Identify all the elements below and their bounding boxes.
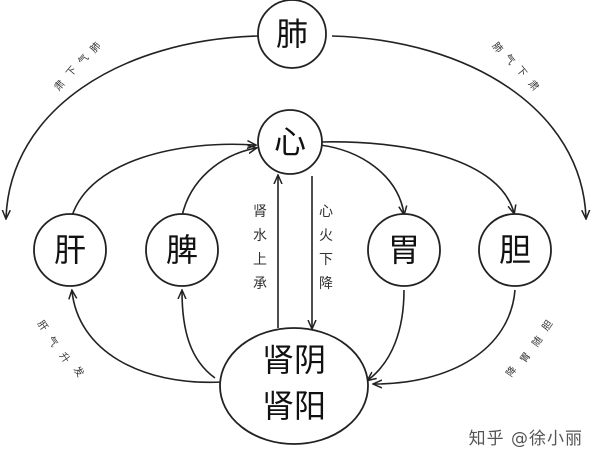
watermark: 知乎 @徐小丽 bbox=[468, 429, 583, 449]
gallbladder-right-arc-label: 胆 随 胃 降 bbox=[503, 318, 555, 379]
spleen-label: 脾 bbox=[166, 231, 198, 269]
kidney-water-up-char: 承 bbox=[253, 276, 267, 292]
kidney-water-up-char: 上 bbox=[253, 252, 267, 268]
spleen-node: 脾 bbox=[145, 213, 219, 287]
lung-right-arc bbox=[331, 35, 586, 218]
kidney-yang-label: 肾阳 bbox=[262, 387, 326, 425]
lung-label: 肺 bbox=[276, 15, 308, 53]
gallbladder-right-arc-char: 胃 bbox=[518, 350, 534, 365]
kidney-yin-label: 肾阴 bbox=[262, 341, 326, 379]
kidney-to-spleen-arc bbox=[182, 291, 216, 379]
liver-to-heart-arc bbox=[71, 144, 255, 217]
lung-left-arc bbox=[6, 35, 259, 218]
kidney-node: 肾阴 肾阳 bbox=[219, 327, 369, 445]
gallbladder-label: 胆 bbox=[499, 231, 531, 269]
lung-left-arc-char: 气 bbox=[75, 51, 91, 67]
kidney-water-up-char: 肾 bbox=[253, 204, 267, 220]
heart-fire-down-char: 火 bbox=[319, 228, 333, 244]
lung-node: 肺 bbox=[257, 0, 327, 69]
liver-label: 肝 bbox=[54, 231, 86, 269]
liver-left-arc-label: 肝 气 升 发 bbox=[35, 318, 87, 379]
gallbladder-right-arc-char: 降 bbox=[503, 364, 519, 380]
heart-fire-down-char: 心 bbox=[319, 204, 333, 220]
kidney-to-liver-arc bbox=[72, 291, 223, 384]
lung-right-arc-char: 下 bbox=[514, 65, 529, 80]
kidney-water-up-char: 水 bbox=[253, 228, 267, 244]
heart-label: 心 bbox=[274, 123, 306, 161]
liver-left-arc-char: 肝 bbox=[35, 318, 51, 333]
kidney-water-up-label: 肾 水 上 承 bbox=[253, 204, 267, 292]
stomach-node: 胃 bbox=[367, 213, 441, 287]
liver-node: 肝 bbox=[33, 213, 107, 287]
lung-left-arc-char: 肺 bbox=[88, 40, 104, 55]
heart-to-stomach-arc bbox=[319, 144, 404, 214]
liver-left-arc-char: 发 bbox=[71, 364, 87, 380]
stomach-to-kidney-arc bbox=[368, 289, 405, 380]
spleen-to-heart-arc bbox=[181, 148, 256, 217]
heart-node: 心 bbox=[257, 109, 323, 175]
gallbladder-right-arc-char: 胆 bbox=[540, 318, 556, 333]
heart-fire-down-char: 下 bbox=[319, 252, 333, 268]
liver-left-arc-char: 气 bbox=[45, 334, 61, 350]
heart-fire-down-label: 心 火 下 降 bbox=[319, 204, 333, 292]
stomach-label: 胃 bbox=[388, 231, 420, 269]
lung-left-arc-char: 下 bbox=[65, 65, 80, 80]
heart-to-gallbladder-arc bbox=[319, 141, 514, 213]
heart-fire-down-char: 降 bbox=[319, 276, 333, 292]
gallbladder-to-kidney-arc bbox=[374, 289, 516, 384]
liver-left-arc-char: 升 bbox=[57, 350, 73, 365]
lung-right-arc-label: 肺 气 下 肃 bbox=[490, 40, 542, 93]
lung-left-arc-char: 肃 bbox=[52, 78, 68, 93]
gallbladder-node: 胆 bbox=[478, 213, 552, 287]
lung-right-arc-char: 气 bbox=[502, 51, 518, 67]
lung-right-arc-char: 肺 bbox=[490, 40, 506, 55]
gallbladder-right-arc-char: 随 bbox=[529, 334, 545, 350]
lung-left-arc-label: 肺 气 下 肃 bbox=[52, 40, 104, 93]
lung-right-arc-char: 肃 bbox=[526, 78, 542, 93]
